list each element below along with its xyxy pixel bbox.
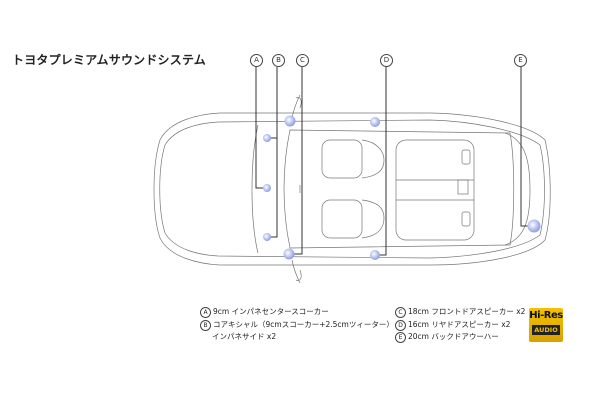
marker-b: B (272, 54, 285, 67)
leader-lines (255, 67, 530, 256)
legend-marker: C (395, 307, 406, 318)
legend-item-d: D 16cm リヤドアスピーカー x2 (395, 319, 525, 332)
speaker-a-center (263, 184, 271, 192)
legend-marker: E (395, 332, 406, 343)
legend-marker: B (200, 319, 211, 331)
legend-marker: D (395, 319, 406, 331)
legend-item-b: B コアキシャル（9cmスコーカー+2.5cmツィーター） (200, 319, 394, 332)
car-outline (153, 94, 551, 284)
legend-text: 9cm インパネセンタースコーカー (213, 307, 329, 316)
speaker-d-left (370, 117, 380, 127)
legend-marker: A (200, 307, 211, 318)
logo-line1: Hi-Res (529, 310, 563, 321)
speaker-b-left (263, 134, 271, 142)
legend-right: C 18cm フロントドアスピーカー x2 D 16cm リヤドアスピーカー x… (395, 306, 525, 344)
speaker-e-woofer (527, 219, 541, 233)
marker-c: C (296, 54, 309, 67)
legend-item-e: E 20cm バックドアウーハー (395, 331, 525, 344)
legend-text: 18cm フロントドアスピーカー x2 (408, 307, 526, 316)
speaker-d-right (370, 250, 380, 260)
legend-item-a: A 9cm インパネセンタースコーカー (200, 306, 394, 319)
speaker-b-right (263, 233, 271, 241)
legend-text: コアキシャル（9cmスコーカー+2.5cmツィーター） (213, 319, 394, 329)
speakers (263, 115, 541, 260)
logo-line2: AUDIO (532, 325, 560, 335)
legend-text: 16cm リヤドアスピーカー x2 (408, 319, 511, 329)
marker-a: A (250, 54, 263, 67)
legend-left: A 9cm インパネセンタースコーカー B コアキシャル（9cmスコーカー+2.… (200, 306, 394, 344)
speaker-c-right (283, 248, 295, 260)
page-title: トヨタプレミアムサウンドシステム (12, 53, 207, 67)
speaker-c-left (284, 115, 296, 127)
legend-text-continued: インパネサイド x2 (212, 332, 277, 341)
hi-res-audio-logo: Hi-Res AUDIO (529, 308, 563, 342)
marker-d: D (380, 54, 393, 67)
legend-item-c: C 18cm フロントドアスピーカー x2 (395, 306, 525, 319)
marker-e: E (514, 54, 527, 67)
legend-text: 20cm バックドアウーハー (408, 332, 499, 341)
